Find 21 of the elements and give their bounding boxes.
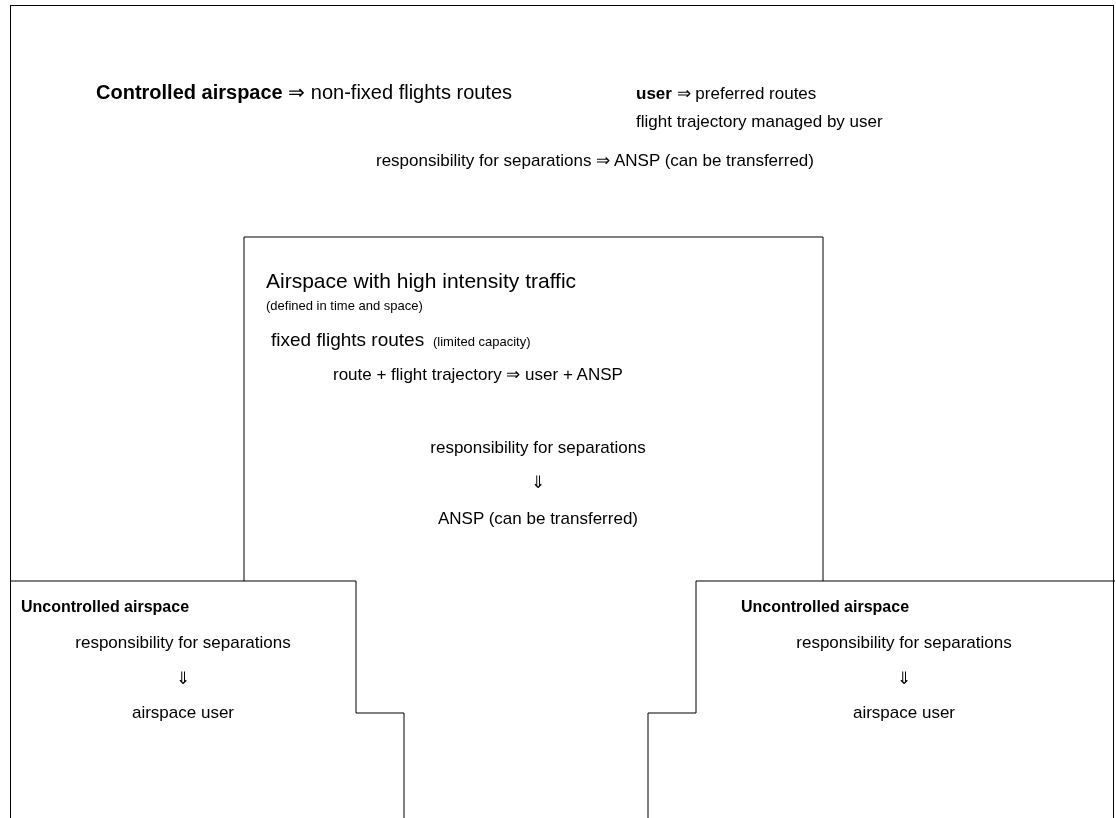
down-arrow-symbol: ⇓ — [531, 473, 545, 493]
region-heading: Airspace with high intensity traffic — [266, 269, 577, 294]
note-text: ANSP (can be transferred) — [438, 509, 638, 529]
note-text: airspace user — [131, 703, 235, 723]
note-text: route + flight trajectory ⇒ user + ANSP — [333, 365, 623, 385]
note-text: responsibility for separations — [75, 633, 291, 653]
note-text: airspace user — [852, 703, 956, 723]
note-text: user ⇒ preferred routes — [636, 84, 817, 104]
region-heading: Uncontrolled airspace — [741, 598, 910, 617]
note-text: responsibility for separations — [430, 438, 646, 458]
note-text: responsibility for separations — [796, 633, 1012, 653]
note-text: (defined in time and space) — [266, 299, 423, 314]
note-text: responsibility for separations ⇒ ANSP (can be transferred) — [376, 151, 814, 171]
region-outline — [10, 5, 1114, 818]
note-text: fixed flights routes — [271, 329, 425, 351]
note-text: flight trajectory managed by user — [636, 112, 883, 132]
down-arrow-symbol: ⇓ — [897, 669, 911, 689]
region-heading: Uncontrolled airspace — [21, 598, 190, 617]
note-text: (limited capacity) — [433, 335, 531, 350]
down-arrow-symbol: ⇓ — [176, 669, 190, 689]
region-heading: Controlled airspace ⇒ non-fixed flights routes — [96, 81, 513, 104]
